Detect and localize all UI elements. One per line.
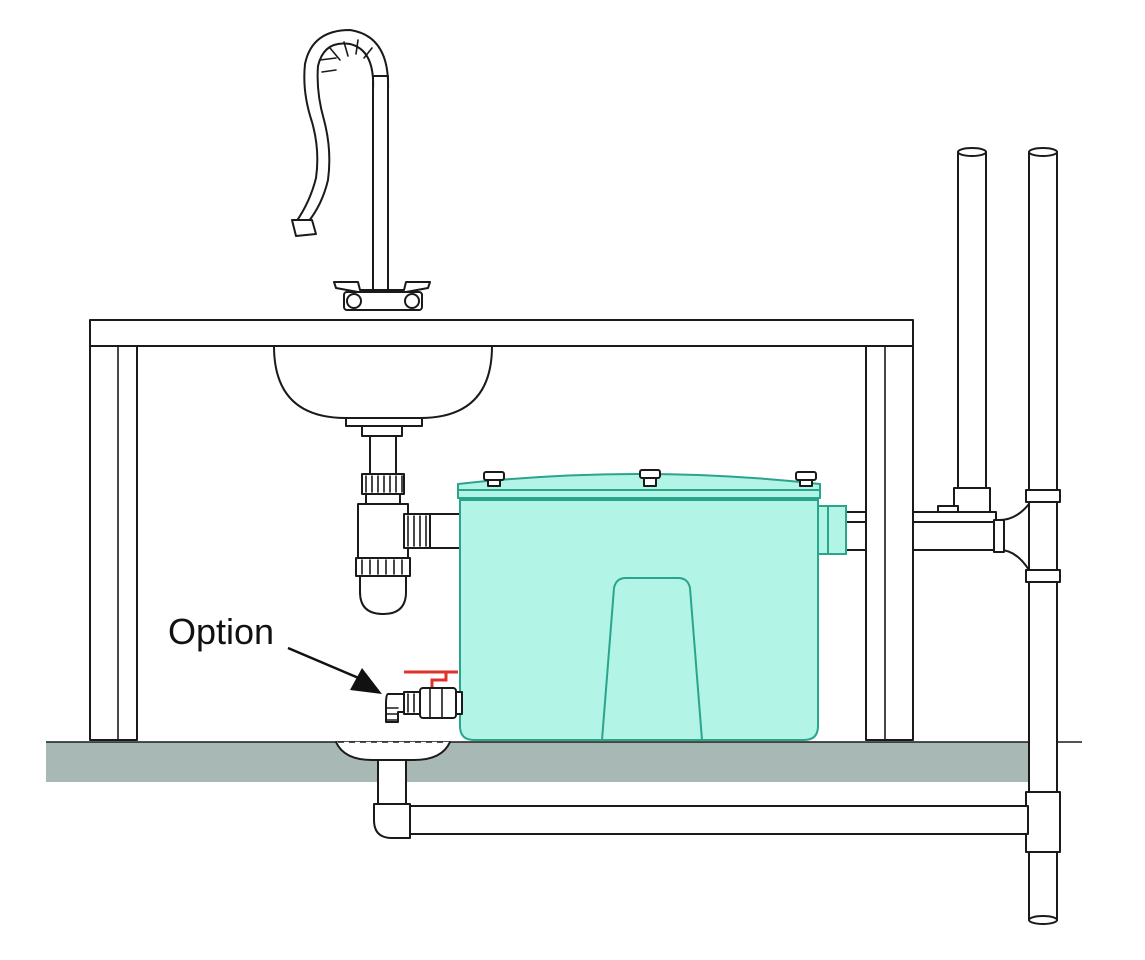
floor-drain	[335, 741, 451, 839]
option-label: Option	[168, 611, 274, 652]
trap-outlet-spigot	[817, 505, 847, 555]
option-annotation: Option	[168, 611, 382, 694]
trap-body	[459, 499, 819, 741]
option-arrow-shaft	[287, 646, 369, 684]
sink-bowl	[273, 345, 493, 437]
trap-lid	[457, 473, 821, 499]
underfloor-pipe	[409, 805, 1029, 835]
vent-pipe-left	[937, 147, 991, 521]
floor	[46, 741, 1082, 782]
valve-handle	[404, 670, 458, 688]
option-arrow-head	[350, 668, 382, 694]
bottle-trap	[355, 435, 461, 615]
table-leg-right	[865, 345, 914, 741]
lid-bolts	[483, 469, 817, 487]
trap-baffle	[601, 577, 703, 741]
counter-top	[89, 319, 914, 347]
floor-slab	[46, 742, 1031, 782]
sink-counter	[89, 319, 914, 741]
drain-valve-option	[385, 670, 463, 723]
grease-trap-unit	[457, 469, 847, 741]
table-leg-left-outer	[89, 345, 138, 741]
faucet	[291, 29, 431, 311]
